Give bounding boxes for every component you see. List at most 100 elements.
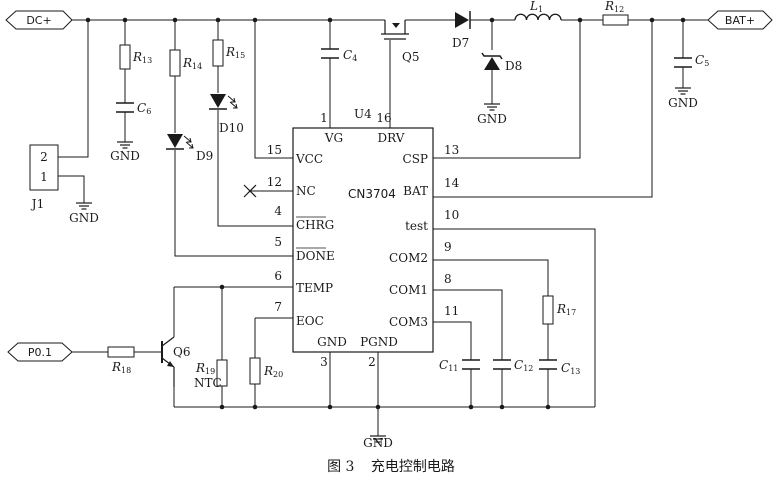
svg-text:DONE: DONE	[296, 249, 335, 263]
port-dc-in: DC+	[5, 10, 73, 30]
svg-text:Q5: Q5	[402, 50, 419, 64]
resistor-r19-ntc: R19 NTC	[194, 359, 228, 390]
svg-text:C11: C11	[439, 358, 458, 373]
transistor-q6: Q6	[161, 336, 190, 387]
diode-d7: D7	[452, 11, 471, 50]
svg-text:J1: J1	[30, 197, 44, 211]
svg-text:CSP: CSP	[403, 152, 428, 166]
svg-text:PGND: PGND	[360, 335, 398, 349]
svg-text:3: 3	[320, 355, 328, 369]
svg-text:R13: R13	[132, 50, 152, 65]
svg-text:C4: C4	[343, 48, 357, 63]
svg-text:GND: GND	[317, 335, 347, 349]
svg-text:L1: L1	[529, 0, 543, 14]
svg-text:R20: R20	[263, 364, 283, 379]
svg-text:EOC: EOC	[296, 314, 324, 328]
svg-text:COM1: COM1	[389, 283, 428, 297]
port-p01: P0.1	[7, 342, 73, 362]
port-bat-out: BAT+	[707, 10, 773, 30]
resistor-r18: R18	[107, 346, 135, 375]
led-d9: D9	[166, 134, 213, 163]
svg-text:R12: R12	[604, 0, 624, 14]
gnd-c5: GND	[668, 81, 698, 110]
figure-number: 图 3	[327, 459, 355, 475]
svg-text:R18: R18	[111, 360, 131, 375]
svg-text:7: 7	[274, 300, 282, 314]
svg-text:D9: D9	[196, 149, 213, 163]
svg-text:14: 14	[444, 176, 460, 190]
svg-text:1: 1	[40, 170, 48, 184]
svg-text:D8: D8	[505, 59, 522, 73]
capacitor-c6: C6	[116, 101, 151, 116]
svg-text:DRV: DRV	[378, 131, 405, 145]
svg-text:C5: C5	[695, 53, 709, 68]
svg-text:VCC: VCC	[295, 152, 323, 166]
svg-text:R15: R15	[225, 45, 245, 60]
gnd-j1: GND	[69, 196, 99, 225]
capacitor-c13: C13	[539, 359, 580, 376]
svg-text:R17: R17	[556, 302, 576, 317]
svg-text:13: 13	[444, 143, 459, 157]
svg-text:COM2: COM2	[389, 251, 428, 265]
svg-text:NC: NC	[296, 184, 316, 198]
svg-text:P0.1: P0.1	[28, 346, 52, 359]
figure-caption: 图 3 充电控制电路	[0, 456, 782, 476]
diode-d8-zener: D8	[481, 52, 522, 73]
inductor-l1: L1	[514, 0, 562, 21]
svg-text:2: 2	[40, 150, 48, 164]
svg-text:6: 6	[274, 269, 282, 283]
resistor-r20: R20	[249, 357, 283, 385]
svg-text:D7: D7	[452, 36, 469, 50]
connector-j1: 2 1 J1	[29, 144, 59, 211]
svg-text:BAT: BAT	[403, 184, 428, 198]
led-d10: D10	[209, 94, 244, 135]
svg-text:2: 2	[368, 355, 376, 369]
svg-text:9: 9	[444, 240, 452, 254]
svg-text:C6: C6	[137, 101, 151, 116]
gnd-main: GND	[363, 429, 393, 450]
resistor-r13: R13	[119, 44, 152, 70]
resistor-r14: R14	[169, 49, 202, 77]
svg-text:R19: R19	[195, 361, 215, 376]
svg-text:CHRG: CHRG	[296, 218, 334, 232]
capacitor-c11: C11	[439, 358, 480, 373]
svg-text:CN3704: CN3704	[348, 187, 396, 201]
svg-text:1: 1	[320, 111, 328, 125]
svg-text:U4: U4	[354, 107, 372, 121]
nc-marker	[243, 184, 257, 198]
svg-text:COM3: COM3	[389, 315, 428, 329]
svg-text:Q6: Q6	[173, 345, 190, 359]
svg-text:10: 10	[444, 208, 459, 222]
resistor-r15: R15	[212, 39, 245, 67]
svg-text:GND: GND	[668, 96, 698, 110]
svg-text:DC+: DC+	[26, 14, 51, 27]
capacitor-c5: C5	[674, 53, 709, 68]
svg-text:16: 16	[376, 111, 391, 125]
ic-cn3704: CN3704 U4 1 VG 16 DRV GND 3 PGND 2 15 VC…	[267, 107, 460, 369]
svg-text:5: 5	[274, 235, 282, 249]
capacitor-c4: C4	[321, 48, 357, 63]
svg-text:4: 4	[274, 204, 282, 218]
junction-dots	[85, 17, 686, 410]
svg-text:8: 8	[444, 272, 452, 286]
svg-text:BAT+: BAT+	[725, 14, 755, 27]
resistor-r12: R12	[602, 0, 629, 26]
figure-title: 充电控制电路	[370, 459, 455, 475]
wires	[28, 19, 708, 430]
svg-text:R14: R14	[182, 56, 202, 71]
svg-text:12: 12	[267, 175, 282, 189]
svg-text:GND: GND	[477, 112, 507, 126]
svg-text:NTC: NTC	[194, 376, 222, 390]
gnd-d8: GND	[477, 97, 507, 126]
svg-text:GND: GND	[69, 211, 99, 225]
svg-text:C12: C12	[514, 358, 533, 373]
svg-text:GND: GND	[110, 149, 140, 163]
mosfet-q5: Q5	[381, 20, 419, 64]
svg-text:D10: D10	[219, 121, 244, 135]
gnd-c6: GND	[110, 135, 140, 163]
svg-text:11: 11	[444, 304, 459, 318]
resistor-r17: R17	[542, 295, 576, 325]
svg-text:TEMP: TEMP	[296, 281, 333, 295]
svg-text:C13: C13	[561, 361, 580, 376]
